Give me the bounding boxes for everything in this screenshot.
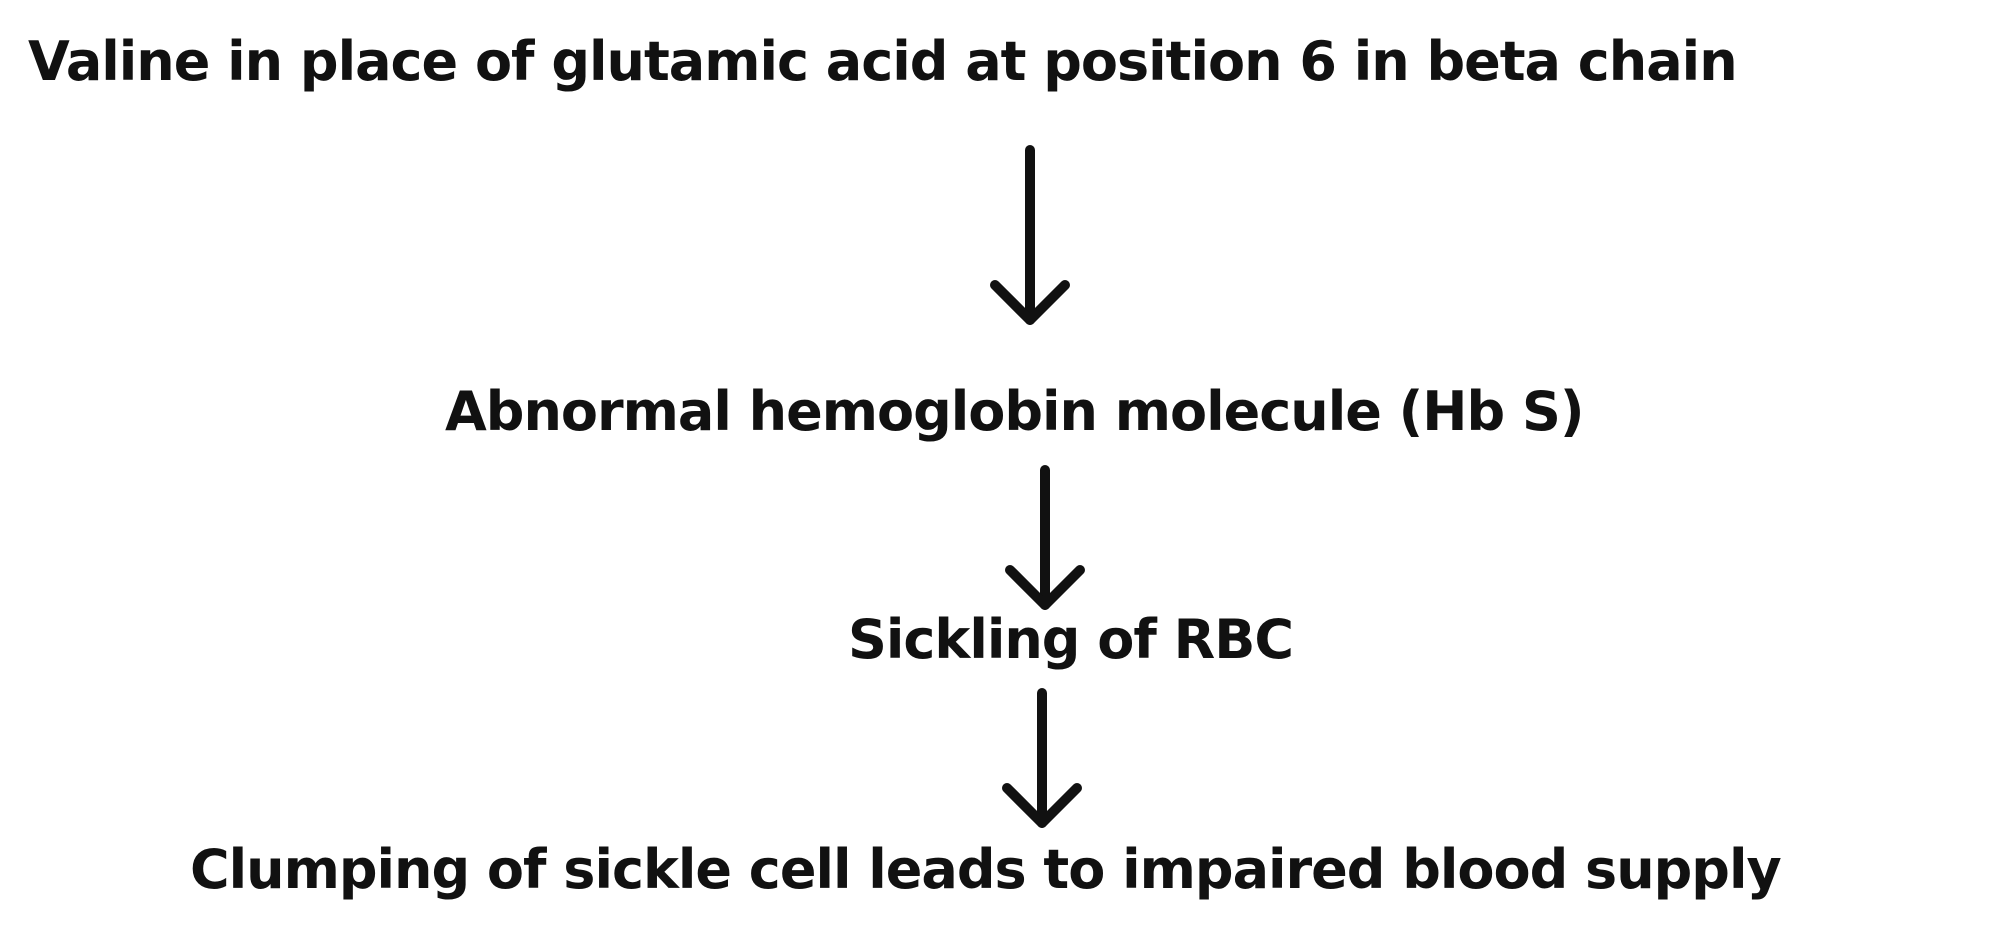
step-valine-substitution: Valine in place of glutamic acid at posi…	[28, 30, 1738, 93]
arrow-head	[1005, 565, 1085, 610]
step-sickling-rbc: Sickling of RBC	[848, 608, 1294, 671]
arrow-head	[990, 280, 1070, 325]
arrow-down-icon-3	[1002, 688, 1082, 828]
step-abnormal-hemoglobin: Abnormal hemoglobin molecule (Hb S)	[445, 380, 1585, 443]
step-clumping-impaired-supply: Clumping of sickle cell leads to impaire…	[190, 838, 1782, 901]
arrow-down-icon-2	[1005, 465, 1085, 610]
arrow-head	[1002, 783, 1082, 828]
arrow-down-icon-1	[990, 145, 1070, 325]
